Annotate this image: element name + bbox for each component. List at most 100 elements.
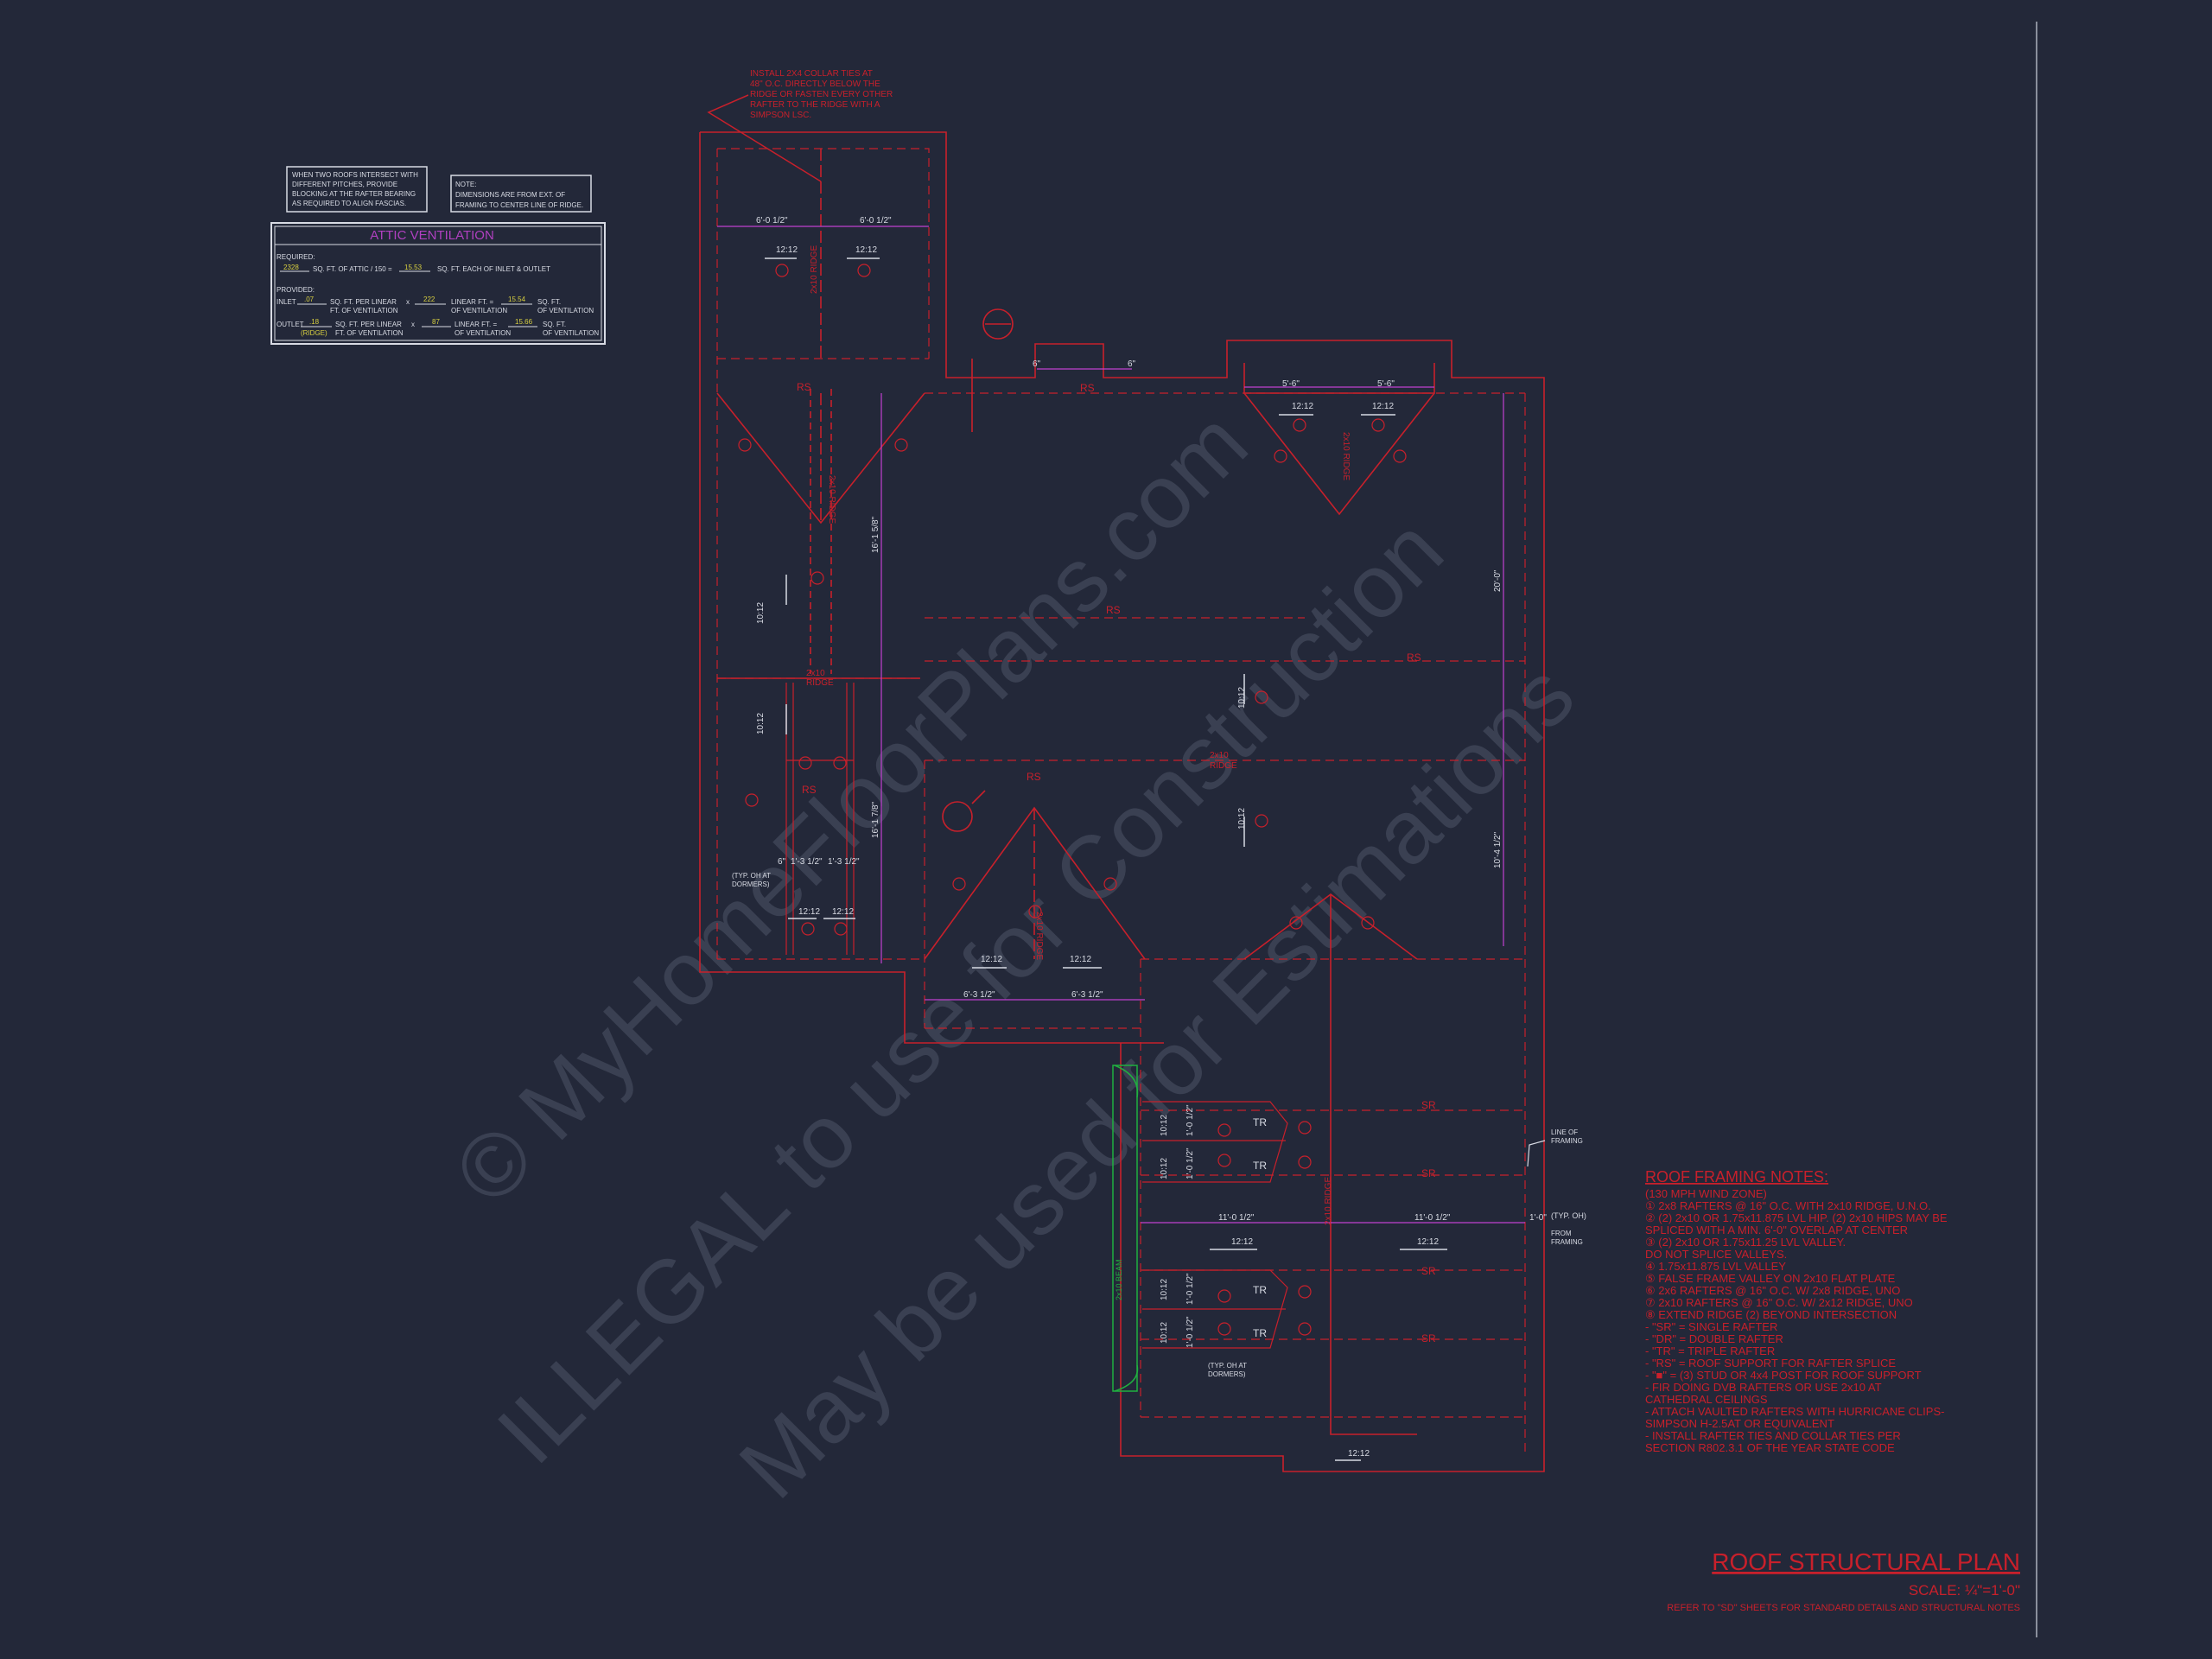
dimension-labels: 6'-0 1/2" 6'-0 1/2" 16'-1 5/8" 16'-1 7/8… bbox=[756, 216, 1547, 1348]
ridge-label: 2x10 RIDGE bbox=[1034, 912, 1044, 960]
outlet-label: OUTLET bbox=[276, 321, 304, 328]
note-line: BLOCKING AT THE RAFTER BEARING bbox=[292, 190, 416, 198]
ridge-label: RIDGE bbox=[1210, 761, 1237, 771]
dim-right-vert2: 10'-4 1/2" bbox=[1493, 831, 1503, 868]
framing-note-item: ⑧ EXTEND RIDGE (2) BEYOND INTERSECTION bbox=[1645, 1308, 1897, 1321]
dim-bottom-tail: 1'-0" bbox=[1529, 1213, 1547, 1223]
pitch-labels: 12:12 12:12 12:12 12:12 12:12 12:12 12:1… bbox=[732, 245, 1586, 1459]
framing-note-item: - FIR DOING DVB RAFTERS OR USE 2x10 AT bbox=[1645, 1381, 1882, 1394]
pitch-label: 12:12 bbox=[776, 245, 798, 255]
line-of-framing-label: LINE OF bbox=[1551, 1128, 1578, 1136]
typ-oh-label: DORMERS) bbox=[1208, 1370, 1246, 1378]
framing-note-item: DO NOT SPLICE VALLEYS. bbox=[1645, 1248, 1787, 1261]
sr-label: SR bbox=[1421, 1099, 1436, 1111]
slope-arrows bbox=[765, 257, 1447, 1461]
framing-note-item: - ATTACH VAULTED RAFTERS WITH HURRICANE … bbox=[1645, 1405, 1944, 1418]
framing-note-item: ④ 1.75x11.875 LVL VALLEY bbox=[1645, 1260, 1786, 1273]
inlet-total-text2: OF VENTILATION bbox=[537, 307, 594, 315]
pitch-label: 12:12 bbox=[1231, 1237, 1253, 1247]
tr-label: TR bbox=[1253, 1327, 1267, 1339]
framing-note-item: ⑥ 2x6 RAFTERS @ 16" O.C. W/ 2x8 RIDGE, U… bbox=[1645, 1284, 1900, 1297]
pitch-label: 10:12 bbox=[1237, 808, 1247, 830]
framing-note-item: - "■" = (3) STUD OR 4x4 POST FOR ROOF SU… bbox=[1645, 1369, 1922, 1382]
inlet-total: 15.54 bbox=[508, 296, 526, 303]
framing-note-item: - "SR" = SINGLE RAFTER bbox=[1645, 1320, 1777, 1333]
framing-note-item: ① 2x8 RAFTERS @ 16" O.C. WITH 2x10 RIDGE… bbox=[1645, 1199, 1931, 1212]
provided-label: PROVIDED: bbox=[276, 286, 315, 294]
required-label: REQUIRED: bbox=[276, 253, 315, 261]
typ-oh-label: (TYP. OH AT bbox=[1208, 1362, 1247, 1370]
dim-dormer-a: 6" bbox=[778, 857, 786, 867]
collar-tie-note: INSTALL 2X4 COLLAR TIES AT 48" O.C. DIRE… bbox=[707, 69, 893, 182]
collar-tie-note-line: RIDGE OR FASTEN EVERY OTHER bbox=[750, 90, 893, 99]
dim-d1: 1'-0 1/2" bbox=[1185, 1104, 1195, 1136]
pitch-label: 10:12 bbox=[756, 713, 766, 734]
attic-ventilation-title: ATTIC VENTILATION bbox=[370, 228, 494, 243]
framing-note-item: CATHEDRAL CEILINGS bbox=[1645, 1393, 1768, 1406]
rs-label: RS bbox=[1027, 771, 1041, 783]
rs-label: RS bbox=[1080, 382, 1095, 394]
tr-label: TR bbox=[1253, 1284, 1267, 1296]
outlet-ridge: (RIDGE) bbox=[301, 329, 327, 337]
dim-d3: 1'-0 1/2" bbox=[1185, 1273, 1195, 1305]
ridge-label: 2x10 bbox=[806, 669, 825, 678]
outlet-len-text2: OF VENTILATION bbox=[454, 329, 511, 337]
outlet-text: SQ. FT. PER LINEAR bbox=[335, 321, 402, 328]
outlet-total-text2: OF VENTILATION bbox=[543, 329, 599, 337]
outlet-x: x bbox=[411, 321, 415, 328]
rs-label: RS bbox=[1407, 652, 1421, 664]
dim-top-right: 6'-0 1/2" bbox=[860, 216, 892, 226]
required-result: 15.53 bbox=[404, 264, 423, 271]
dim-lower-right: 6'-3 1/2" bbox=[1071, 990, 1103, 1000]
dim-gable-left: 5'-6" bbox=[1282, 379, 1300, 389]
pitch-label: 10:12 bbox=[1160, 1322, 1169, 1344]
inlet-value: .07 bbox=[304, 296, 315, 303]
sr-label: SR bbox=[1421, 1265, 1436, 1277]
watermark: © MyHomeFloorPlans.com ILLEGAL to use fo… bbox=[435, 393, 1593, 1518]
collar-tie-note-line: RAFTER TO THE RIDGE WITH A bbox=[750, 100, 880, 110]
framing-note-item: SECTION R802.3.1 OF THE YEAR STATE CODE bbox=[1645, 1441, 1895, 1454]
framing-note-item: ② (2) 2x10 OR 1.75x11.875 LVL HIP. (2) 2… bbox=[1645, 1211, 1948, 1224]
ridge-label: RIDGE bbox=[806, 678, 834, 688]
dim-bottom-left: 11'-0 1/2" bbox=[1218, 1213, 1255, 1223]
tr-label: TR bbox=[1253, 1160, 1267, 1172]
ridge-label: 2x10 RIDGE bbox=[827, 475, 836, 524]
framing-notes-title: ROOF FRAMING NOTES: bbox=[1645, 1168, 1828, 1185]
dim-right-vert1: 20'-0" bbox=[1493, 569, 1503, 592]
framing-note-item: ⑤ FALSE FRAME VALLEY ON 2x10 FLAT PLATE bbox=[1645, 1272, 1896, 1285]
callout-circles bbox=[738, 264, 1407, 1336]
sheet-refer-note: REFER TO "SD" SHEETS FOR STANDARD DETAIL… bbox=[1667, 1603, 2020, 1613]
framing-note-item: SPLICED WITH A MIN. 6'-0" OVERLAP AT CEN… bbox=[1645, 1224, 1908, 1236]
ridge-label: 2x10 bbox=[1210, 751, 1229, 760]
framing-note-item: ⑦ 2x10 RAFTERS @ 16" O.C. W/ 2x12 RIDGE,… bbox=[1645, 1296, 1913, 1309]
framing-note-item: SIMPSON H-2.5AT OR EQUIVALENT bbox=[1645, 1417, 1834, 1430]
pitch-label: 12:12 bbox=[981, 955, 1002, 964]
dim-small-right: 6" bbox=[1128, 359, 1136, 369]
title-block: ROOF STRUCTURAL PLAN SCALE: ¼"=1'-0" REF… bbox=[1667, 1548, 2020, 1613]
inlet-text: SQ. FT. PER LINEAR bbox=[330, 298, 397, 306]
pitch-label: 10:12 bbox=[1160, 1158, 1169, 1179]
sheet-scale: SCALE: ¼"=1'-0" bbox=[1909, 1582, 2020, 1599]
from-framing-label: FRAMING bbox=[1551, 1238, 1583, 1246]
collar-tie-note-line: INSTALL 2X4 COLLAR TIES AT bbox=[750, 69, 873, 79]
pitch-label: 12:12 bbox=[1348, 1449, 1370, 1459]
pitch-label: 12:12 bbox=[1292, 402, 1313, 411]
outlet-value: .18 bbox=[309, 318, 320, 326]
outlet-text2: FT. OF VENTILATION bbox=[335, 329, 404, 337]
required-text: SQ. FT. OF ATTIC / 150 = bbox=[313, 265, 392, 273]
pitch-label: 10:12 bbox=[1237, 687, 1247, 709]
beam-label: 2x10 BEAM bbox=[1115, 1259, 1123, 1300]
dim-left-vert2: 16'-1 7/8" bbox=[871, 801, 880, 838]
dimension-lines bbox=[717, 226, 1525, 1224]
ridge-label: 2x10 RIDGE bbox=[1324, 1177, 1333, 1225]
outlet-len-text: LINEAR FT. = bbox=[454, 321, 497, 328]
typ-oh-label: (TYP. OH AT bbox=[732, 872, 771, 880]
pitch-label: 10:12 bbox=[1160, 1115, 1169, 1136]
inlet-len-text2: OF VENTILATION bbox=[451, 307, 507, 315]
typ-oh-label: DORMERS) bbox=[732, 880, 770, 888]
line-of-framing-label: FRAMING bbox=[1551, 1137, 1583, 1145]
framing-note-item: - "DR" = DOUBLE RAFTER bbox=[1645, 1332, 1783, 1345]
dim-gable-right: 5'-6" bbox=[1377, 379, 1395, 389]
collar-tie-note-line: 48" O.C. DIRECTLY BELOW THE bbox=[750, 79, 880, 89]
